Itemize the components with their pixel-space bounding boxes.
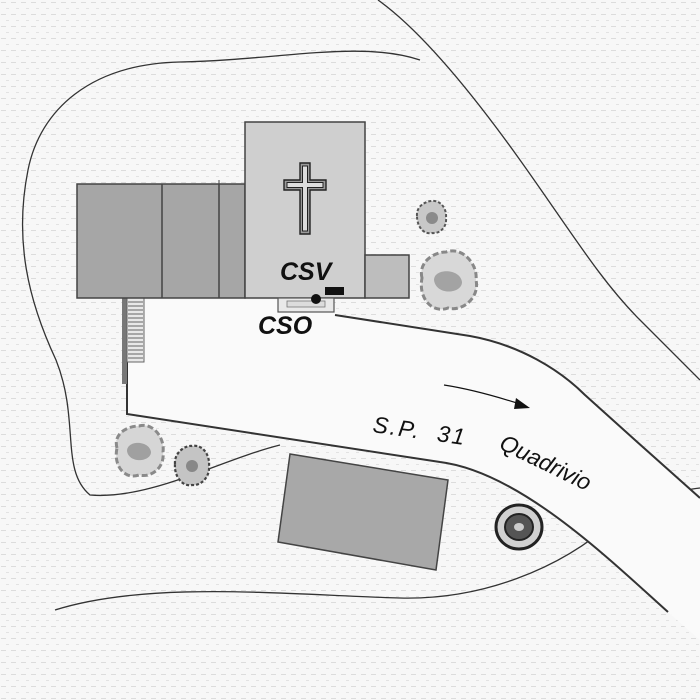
tree-icon — [415, 199, 448, 235]
church-entrance — [277, 297, 335, 313]
tree-icon — [419, 249, 479, 311]
cso-point-marker — [311, 294, 321, 304]
tree-icon — [114, 423, 165, 478]
well-icon — [494, 503, 544, 551]
csv-marker — [325, 287, 344, 295]
contour-line-west — [21, 50, 421, 497]
contour-line-north — [377, 0, 700, 381]
cross-icon — [283, 162, 327, 235]
building-annex — [364, 254, 410, 299]
road-edge-north — [334, 314, 700, 499]
tree-icon — [173, 444, 211, 487]
csv-label: CSV — [280, 258, 334, 286]
lower-building — [277, 453, 449, 571]
direction-arrow-icon — [443, 384, 530, 409]
building-complex — [76, 121, 410, 299]
road-surface — [127, 300, 700, 640]
cso-label: CSO — [258, 312, 313, 340]
road-edge-south — [126, 300, 669, 613]
building-west-wing — [76, 183, 246, 299]
